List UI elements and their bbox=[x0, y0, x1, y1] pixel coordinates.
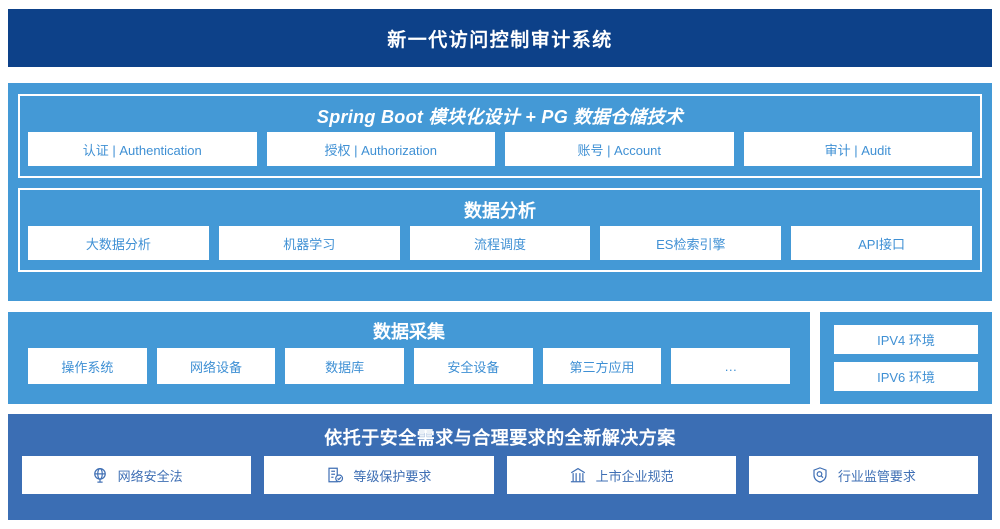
chip-audit[interactable]: 审计 | Audit bbox=[743, 132, 972, 166]
chip-label: 授权 | Authorization bbox=[324, 142, 437, 158]
chip-network-device[interactable]: 网络设备 bbox=[156, 348, 276, 384]
chip-machine-learning[interactable]: 机器学习 bbox=[218, 226, 400, 260]
compliance-panel: 依托于安全需求与合理要求的全新解决方案 网络安全法 bbox=[8, 414, 992, 520]
chip-label: 审计 | Audit bbox=[824, 142, 891, 158]
chip-label: API接口 bbox=[858, 236, 906, 252]
chip-label: 大数据分析 bbox=[85, 236, 151, 252]
chip-label: 网络安全法 bbox=[117, 468, 183, 484]
chip-authentication[interactable]: 认证 | Authentication bbox=[28, 132, 257, 166]
chip-database[interactable]: 数据库 bbox=[285, 348, 405, 384]
chip-label: 行业监管要求 bbox=[837, 468, 916, 484]
chip-label: 认证 | Authentication bbox=[82, 142, 202, 158]
chip-api-interface[interactable]: API接口 bbox=[791, 226, 972, 260]
data-collection-panel: 数据采集 操作系统 网络设备 数据库 安全设备 第三方应用 … bbox=[8, 312, 810, 404]
chip-label: 操作系统 bbox=[61, 359, 114, 375]
group-title-data-collection: 数据采集 bbox=[373, 322, 445, 342]
page-title: 新一代访问控制审计系统 bbox=[387, 29, 613, 51]
chip-es-search-engine[interactable]: ES检索引擎 bbox=[600, 226, 782, 260]
chip-label: IPV6 环境 bbox=[877, 370, 935, 385]
chip-authorization[interactable]: 授权 | Authorization bbox=[266, 132, 495, 166]
chip-label: 网络设备 bbox=[190, 359, 243, 375]
chip-label: ES检索引擎 bbox=[656, 236, 726, 252]
chip-label: 流程调度 bbox=[473, 236, 526, 252]
shield-search-icon bbox=[811, 466, 829, 484]
chip-label: 安全设备 bbox=[447, 359, 500, 375]
chip-label: … bbox=[724, 358, 738, 374]
chip-label: IPV4 环境 bbox=[877, 333, 935, 348]
chip-account[interactable]: 账号 | Account bbox=[505, 132, 734, 166]
platform-panel: Spring Boot 模块化设计 + PG 数据仓储技术 认证 | Authe… bbox=[8, 83, 992, 301]
chip-third-party-app[interactable]: 第三方应用 bbox=[542, 348, 662, 384]
chip-row-data-collection: 操作系统 网络设备 数据库 安全设备 第三方应用 … bbox=[28, 348, 791, 384]
chip-security-device[interactable]: 安全设备 bbox=[414, 348, 533, 384]
chip-classified-protection[interactable]: 等级保护要求 bbox=[264, 456, 494, 494]
chip-label: 机器学习 bbox=[283, 236, 336, 252]
chip-label: 数据库 bbox=[325, 359, 365, 375]
group-title-data-analysis: 数据分析 bbox=[464, 201, 536, 221]
chip-row-data-analysis: 大数据分析 机器学习 流程调度 ES检索引擎 API接口 bbox=[28, 226, 972, 260]
chip-ipv6-environment[interactable]: IPV6 环境 bbox=[834, 362, 978, 391]
page-title-bar: 新一代访问控制审计系统 bbox=[8, 9, 992, 67]
chip-listed-enterprise-standard[interactable]: 上市企业规范 bbox=[506, 456, 736, 494]
ip-environment-panel: IPV4 环境 IPV6 环境 bbox=[820, 312, 992, 404]
chip-row-spring-boot: 认证 | Authentication 授权 | Authorization 账… bbox=[28, 132, 972, 166]
chip-label: 等级保护要求 bbox=[353, 468, 432, 484]
chip-row-compliance: 网络安全法 等级保护要求 bbox=[22, 456, 978, 494]
chip-label: 上市企业规范 bbox=[595, 468, 674, 484]
chip-label: 账号 | Account bbox=[577, 142, 662, 158]
group-title-spring-boot: Spring Boot 模块化设计 + PG 数据仓储技术 bbox=[316, 107, 684, 127]
chip-label: 第三方应用 bbox=[569, 359, 635, 375]
chip-process-scheduling[interactable]: 流程调度 bbox=[409, 226, 591, 260]
chip-operating-system[interactable]: 操作系统 bbox=[28, 348, 147, 384]
document-check-icon bbox=[326, 466, 344, 484]
globe-network-icon bbox=[91, 466, 109, 484]
chip-ipv4-environment[interactable]: IPV4 环境 bbox=[834, 325, 978, 354]
bank-building-icon bbox=[569, 466, 587, 484]
platform-group-data-analysis: 数据分析 大数据分析 机器学习 流程调度 ES检索引擎 API接口 bbox=[18, 188, 982, 272]
chip-cybersecurity-law[interactable]: 网络安全法 bbox=[22, 456, 252, 494]
chip-more-ellipsis[interactable]: … bbox=[671, 348, 791, 384]
chip-big-data-analysis[interactable]: 大数据分析 bbox=[28, 226, 209, 260]
group-title-compliance: 依托于安全需求与合理要求的全新解决方案 bbox=[324, 428, 676, 448]
chip-industry-regulation[interactable]: 行业监管要求 bbox=[748, 456, 978, 494]
platform-group-spring-boot: Spring Boot 模块化设计 + PG 数据仓储技术 认证 | Authe… bbox=[18, 94, 982, 178]
